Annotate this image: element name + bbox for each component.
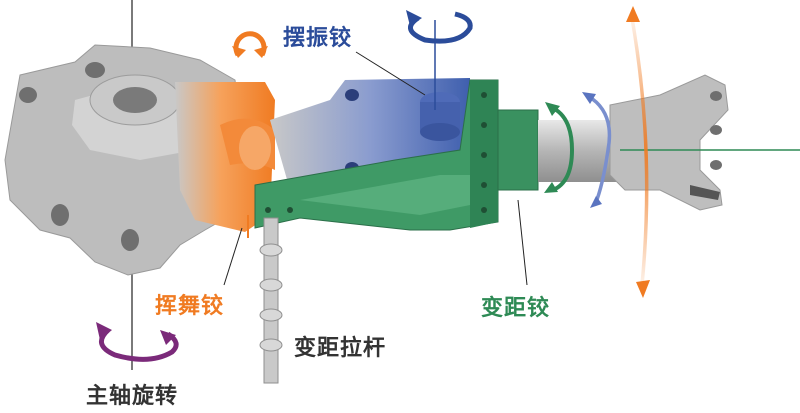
swing-hinge-label: 摆振铰 [283, 26, 353, 51]
flap-hinge-leader [223, 227, 243, 286]
flap-rotation-icon [232, 31, 268, 58]
flap-hinge-part [175, 82, 275, 232]
pitch-rotation-icon [544, 102, 575, 193]
hub-body [4, 44, 246, 276]
main-shaft-rotation-label: 主轴旋转 [86, 384, 179, 409]
pitch-hinge-part [254, 79, 539, 231]
main-shaft-rotation-icon [96, 322, 179, 362]
pitch-link-label: 变距拉杆 [294, 336, 387, 361]
pitch-link-rod [259, 217, 283, 384]
swing-hinge-leader [355, 51, 426, 96]
pitch-hinge-label: 变距铰 [481, 296, 551, 321]
pitch-hinge-leader [517, 199, 528, 286]
blade-grip [609, 74, 729, 211]
swing-rotation-icon [406, 10, 473, 44]
flap-hinge-label: 挥舞铰 [155, 294, 225, 319]
flap-motion-icon [626, 6, 650, 298]
lag-rotation-icon [582, 92, 612, 208]
